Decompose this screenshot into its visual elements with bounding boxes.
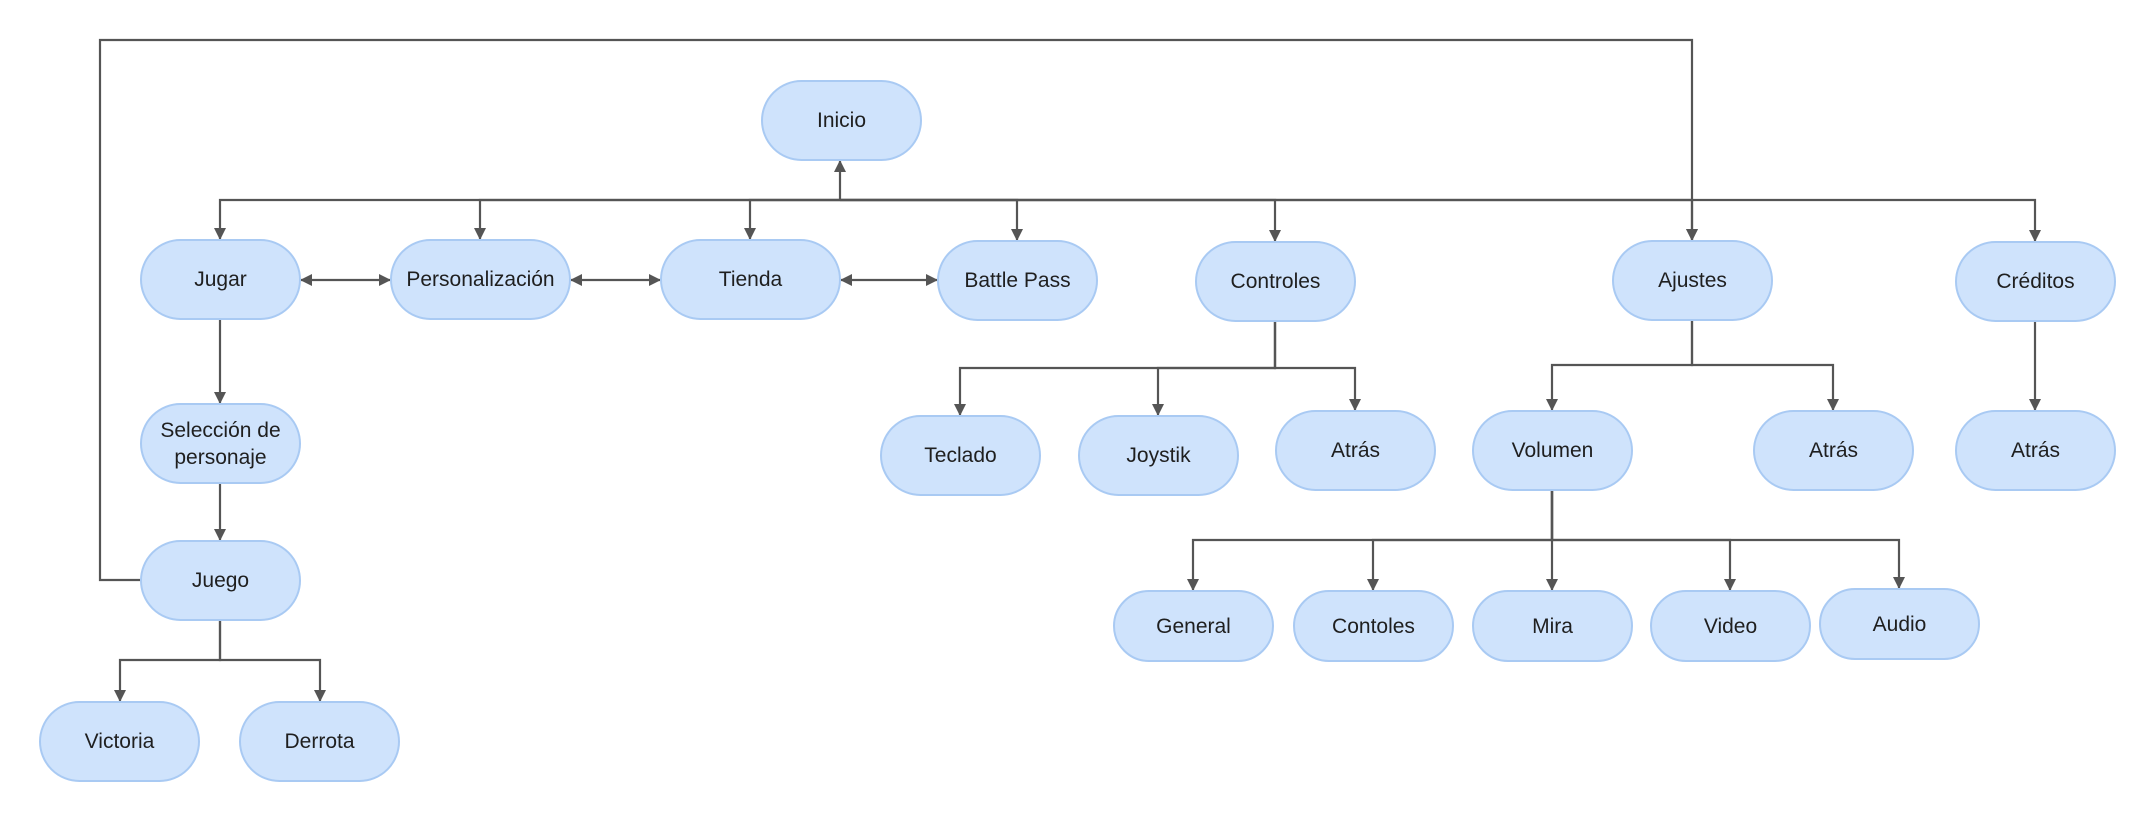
edge-ajustes-to-volumen <box>1546 321 1694 411</box>
node-jugar-label: Jugar <box>194 268 247 291</box>
node-personalizacion-label: Personalización <box>406 268 555 291</box>
node-creditos[interactable]: Créditos <box>1955 241 2116 322</box>
node-inicio[interactable]: Inicio <box>761 80 922 161</box>
node-volumen-label: Volumen <box>1511 439 1594 462</box>
node-seleccion-de-personaje-label: Selección de personaje <box>160 418 281 469</box>
node-victoria[interactable]: Victoria <box>39 701 200 782</box>
node-audio[interactable]: Audio <box>1819 588 1980 660</box>
edge-ajustes-to-atras-ajustes <box>1690 321 1839 411</box>
node-creditos-label: Créditos <box>1996 270 2075 293</box>
node-derrota[interactable]: Derrota <box>239 701 400 782</box>
edge-inicio-to-creditos <box>840 198 2041 242</box>
node-juego[interactable]: Juego <box>140 540 301 621</box>
node-general[interactable]: General <box>1113 590 1274 662</box>
node-teclado-label: Teclado <box>924 444 997 467</box>
node-mira[interactable]: Mira <box>1472 590 1633 662</box>
node-contoles[interactable]: Contoles <box>1293 590 1454 662</box>
edge-inicio-to-ajustes <box>840 198 1698 241</box>
edge-inicio-to-tienda <box>744 198 840 240</box>
edge-volumen-to-contoles <box>1367 491 1554 591</box>
node-seleccion-de-personaje[interactable]: Selección de personaje <box>140 403 301 484</box>
edge-controles-to-joystik <box>1152 322 1277 416</box>
edge-juego-to-victoria <box>114 621 222 702</box>
node-battle-pass-label: Battle Pass <box>964 269 1071 292</box>
node-teclado[interactable]: Teclado <box>880 415 1041 496</box>
node-tienda-label: Tienda <box>718 268 783 291</box>
edge-volumen-to-audio <box>1550 491 1905 589</box>
node-general-label: General <box>1156 614 1231 638</box>
node-volumen[interactable]: Volumen <box>1472 410 1633 491</box>
edge-juego-to-derrota <box>218 621 326 702</box>
edge-controles-to-atras-controles <box>1273 322 1361 411</box>
node-atras-creditos[interactable]: Atrás <box>1955 410 2116 491</box>
node-tienda[interactable]: Tienda <box>660 239 841 320</box>
node-juego-label: Juego <box>191 569 250 592</box>
edge-inicio-to-jugar <box>214 198 840 240</box>
node-mira-label: Mira <box>1532 614 1573 638</box>
node-video[interactable]: Video <box>1650 590 1811 662</box>
node-controles[interactable]: Controles <box>1195 241 1356 322</box>
node-inicio-label: Inicio <box>816 109 867 132</box>
node-personalizacion[interactable]: Personalización <box>390 239 571 320</box>
node-atras-creditos-label: Atrás <box>2010 439 2060 462</box>
node-controles-label: Controles <box>1230 270 1321 293</box>
node-video-label: Video <box>1703 614 1758 638</box>
node-atras-ajustes[interactable]: Atrás <box>1753 410 1914 491</box>
node-atras-controles-label: Atrás <box>1330 439 1380 462</box>
node-battle-pass[interactable]: Battle Pass <box>937 240 1098 321</box>
edge-juego-to-ajustes <box>98 38 1698 582</box>
node-jugar[interactable]: Jugar <box>140 239 301 320</box>
node-derrota-label: Derrota <box>284 730 355 753</box>
node-ajustes[interactable]: Ajustes <box>1612 240 1773 321</box>
edge-inicio-to-controles <box>840 198 1281 242</box>
node-audio-label: Audio <box>1872 612 1927 636</box>
node-atras-controles[interactable]: Atrás <box>1275 410 1436 491</box>
edge-inicio-to-personalizacion <box>474 198 840 240</box>
edge-inicio-to-battle-pass <box>840 198 1023 241</box>
node-joystik-label: Joystik <box>1126 444 1191 467</box>
node-contoles-label: Contoles <box>1332 614 1415 638</box>
node-atras-ajustes-label: Atrás <box>1808 439 1858 462</box>
node-victoria-label: Victoria <box>84 730 155 753</box>
node-ajustes-label: Ajustes <box>1658 269 1727 292</box>
node-joystik[interactable]: Joystik <box>1078 415 1239 496</box>
